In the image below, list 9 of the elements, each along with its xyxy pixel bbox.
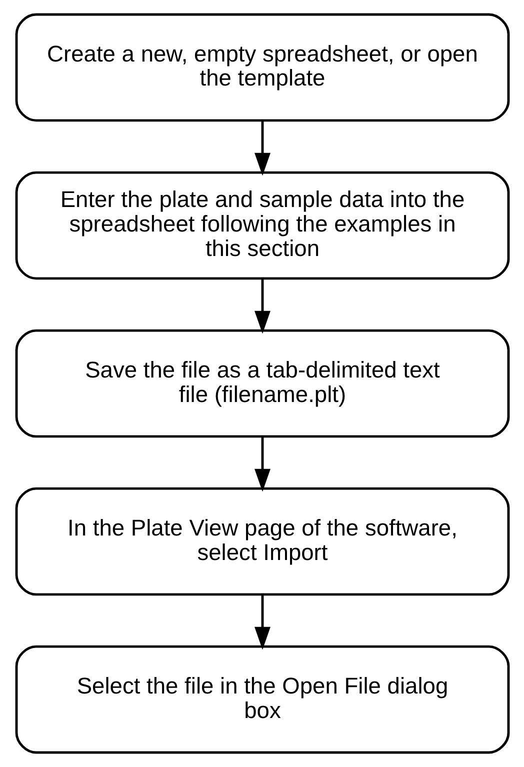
node-box: Save the file as a tab-delimited text file (filename.plt): [14, 329, 510, 438]
arrow: [254, 436, 270, 492]
arrow: [254, 120, 270, 176]
node-box: Select the file in the Open File dialog box: [14, 645, 510, 754]
arrow: [254, 594, 270, 650]
node-box: Create a new, empty spreadsheet, or open the template: [14, 13, 510, 122]
node-box: In the Plate View page of the software, select Import: [14, 487, 510, 596]
arrow: [254, 278, 270, 334]
node-box: Enter the plate and sample data into the spreadsheet following the examples in this section: [14, 171, 510, 280]
